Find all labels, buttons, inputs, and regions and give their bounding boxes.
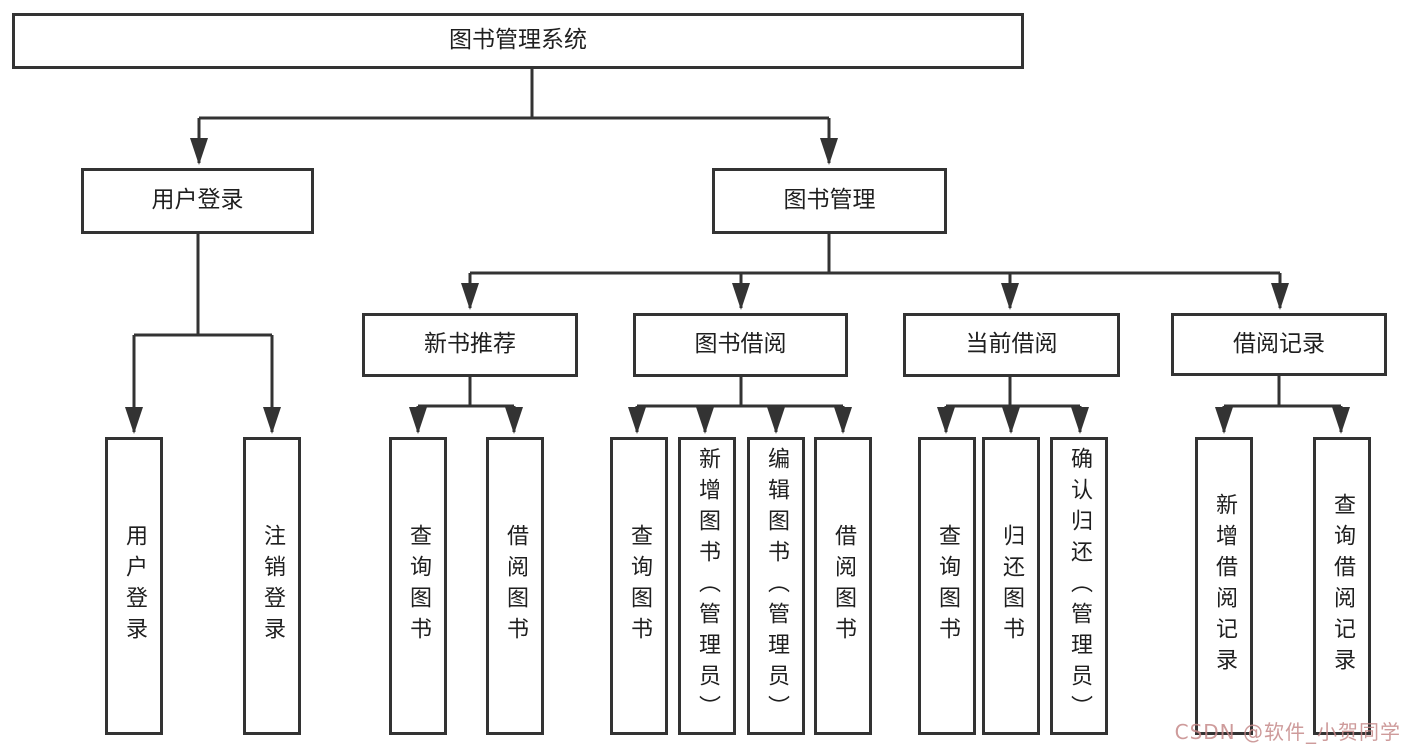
leaf-query-books-current: 查询图书 — [918, 437, 976, 735]
node-book-management: 图书管理 — [712, 168, 947, 234]
leaf-return-books: 归还图书 — [982, 437, 1040, 735]
node-current-borrow: 当前借阅 — [903, 313, 1120, 377]
leaf-add-borrow-record: 新增借阅记录 — [1195, 437, 1253, 735]
leaf-add-books-admin: 新增图书（管理员） — [678, 437, 736, 735]
node-user-login: 用户登录 — [81, 168, 314, 234]
node-borrow-records: 借阅记录 — [1171, 313, 1387, 376]
node-root-system: 图书管理系统 — [12, 13, 1024, 69]
leaf-logout: 注销登录 — [243, 437, 301, 735]
leaf-query-books-borrow: 查询图书 — [610, 437, 668, 735]
leaf-edit-books-admin: 编辑图书（管理员） — [747, 437, 805, 735]
node-new-book-recommend: 新书推荐 — [362, 313, 578, 377]
leaf-borrow-books: 借阅图书 — [814, 437, 872, 735]
leaf-borrow-books-recommend: 借阅图书 — [486, 437, 544, 735]
leaf-query-books-recommend: 查询图书 — [389, 437, 447, 735]
leaf-user-login: 用户登录 — [105, 437, 163, 735]
node-book-borrow: 图书借阅 — [633, 313, 848, 377]
csdn-watermark: CSDN @软件_小贺同学 — [1174, 720, 1401, 744]
leaf-query-borrow-record: 查询借阅记录 — [1313, 437, 1371, 735]
leaf-confirm-return-admin: 确认归还（管理员） — [1050, 437, 1108, 735]
